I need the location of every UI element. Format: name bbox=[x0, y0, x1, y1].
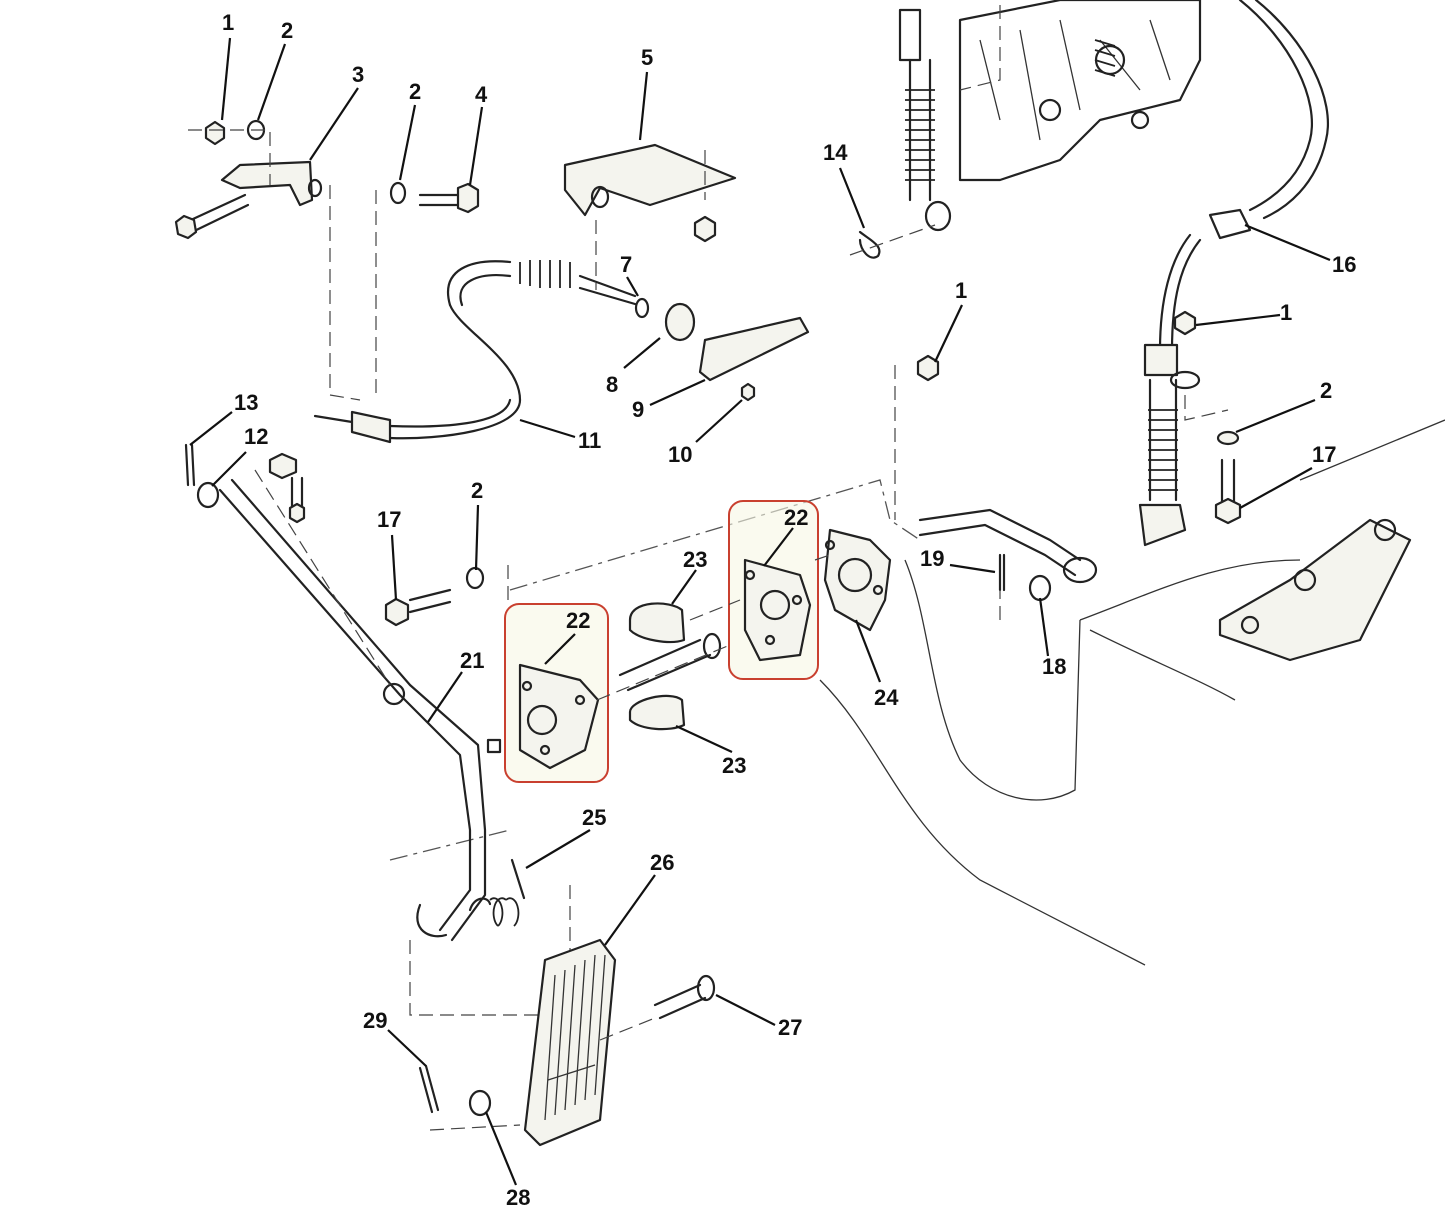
cable-bracket-3 bbox=[174, 119, 361, 401]
callout-12: 12 bbox=[244, 424, 268, 449]
bushings-23 bbox=[596, 554, 831, 731]
callout-3: 3 bbox=[352, 62, 364, 87]
callout-2: 2 bbox=[471, 478, 483, 503]
callout-8: 8 bbox=[606, 372, 618, 397]
carburetor-assembly bbox=[958, 0, 1329, 220]
callout-24: 24 bbox=[874, 685, 899, 710]
callout-26: 26 bbox=[650, 850, 674, 875]
plate-22-right bbox=[728, 500, 819, 680]
callout-19: 19 bbox=[920, 546, 944, 571]
bolt-17-left bbox=[384, 566, 485, 627]
throttle-cable-11 bbox=[313, 260, 810, 444]
callout-23: 23 bbox=[722, 753, 746, 778]
linkage-rod bbox=[894, 354, 1098, 620]
callout-1: 1 bbox=[222, 10, 234, 35]
callout-7: 7 bbox=[620, 252, 632, 277]
leader-lines bbox=[189, 37, 1331, 1186]
cable-linkage-14 bbox=[849, 5, 1001, 259]
callout-2: 2 bbox=[281, 18, 293, 43]
bracket-mount bbox=[1218, 518, 1412, 662]
pedal-pad-26 bbox=[418, 938, 716, 1147]
callout-27: 27 bbox=[778, 1015, 802, 1040]
firewall-outline bbox=[389, 419, 1445, 966]
bolt-4 bbox=[375, 181, 480, 395]
callout-17: 17 bbox=[377, 507, 401, 532]
pin-washer-left bbox=[184, 443, 306, 524]
callout-11: 11 bbox=[578, 428, 601, 453]
callout-25: 25 bbox=[582, 805, 606, 830]
return-spring-25 bbox=[409, 858, 571, 1016]
callout-5: 5 bbox=[641, 45, 653, 70]
callout-22: 22 bbox=[784, 505, 808, 530]
callout-18: 18 bbox=[1042, 654, 1066, 679]
callout-1: 1 bbox=[955, 278, 967, 303]
callout-10: 10 bbox=[668, 442, 692, 467]
callout-16: 16 bbox=[1332, 252, 1356, 277]
callout-28: 28 bbox=[506, 1185, 530, 1210]
bracket-5 bbox=[563, 143, 737, 290]
callout-23: 23 bbox=[683, 547, 707, 572]
callout-labels: 1 2 3 2 4 5 7 8 9 10 11 12 13 14 16 1 1 … bbox=[222, 10, 1356, 1210]
callout-2: 2 bbox=[409, 79, 421, 104]
callout-22: 22 bbox=[566, 608, 590, 633]
callout-4: 4 bbox=[475, 82, 488, 107]
callout-29: 29 bbox=[363, 1008, 387, 1033]
callout-14: 14 bbox=[823, 140, 848, 165]
callout-17: 17 bbox=[1312, 442, 1336, 467]
callout-13: 13 bbox=[234, 390, 258, 415]
callout-21: 21 bbox=[460, 648, 484, 673]
pedal-lever-21 bbox=[218, 469, 509, 942]
plate-24 bbox=[823, 528, 892, 632]
callout-9: 9 bbox=[632, 397, 644, 422]
callout-2: 2 bbox=[1320, 378, 1332, 403]
plate-22-left bbox=[504, 603, 609, 783]
throttle-cable-right bbox=[1138, 208, 1252, 547]
callout-1: 1 bbox=[1280, 300, 1292, 325]
